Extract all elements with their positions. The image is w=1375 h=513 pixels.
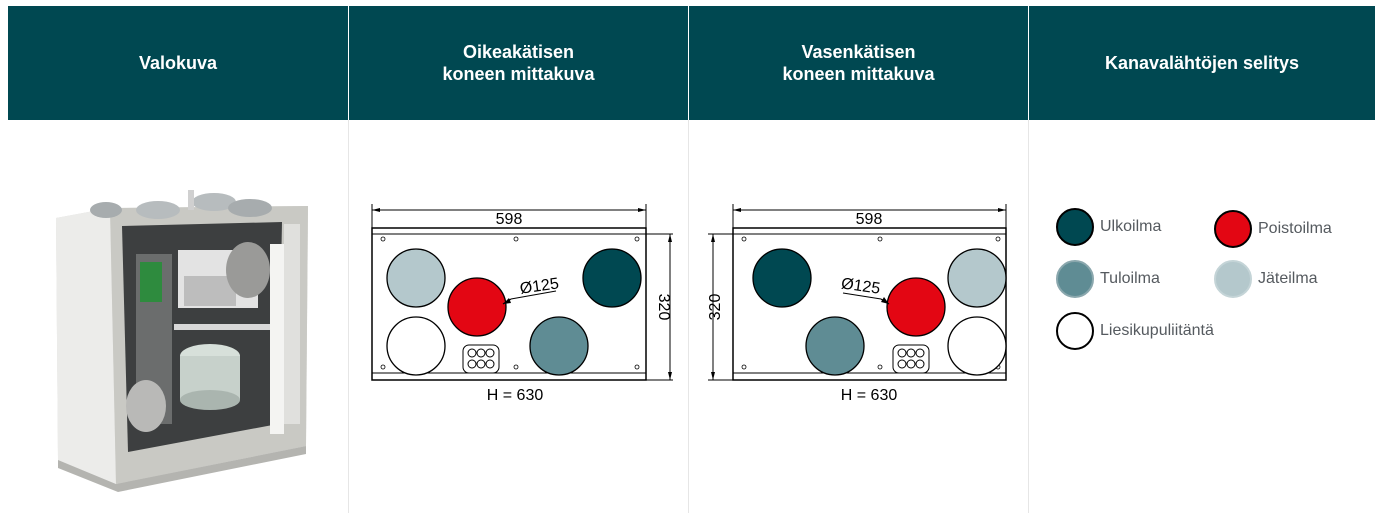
exhaust-duct xyxy=(947,248,1007,308)
extract-duct xyxy=(447,277,507,337)
header-left-hand-line-1: Vasenkätisen xyxy=(801,42,916,62)
header-right-hand-line-2: koneen mittakuva xyxy=(442,64,595,84)
header-duct-legend: Kanavalähtöjen selitys xyxy=(1029,6,1375,120)
height-dimension: 320 xyxy=(655,294,672,321)
legend-item-ulkoilma: Ulkoilma xyxy=(1056,208,1161,246)
legend-label: Ulkoilma xyxy=(1100,218,1162,235)
exhaust-duct xyxy=(386,248,446,308)
product-table: Valokuva Oikeakätisen koneen mittakuva V… xyxy=(8,6,1375,513)
header-photo-label: Valokuva xyxy=(138,53,218,73)
header-right-hand-drawing: Oikeakätisen koneen mittakuva xyxy=(349,6,688,120)
header-divider xyxy=(688,6,689,120)
legend-label: Jäteilma xyxy=(1258,270,1318,287)
legend-item-tuloilma: Tuloilma xyxy=(1056,260,1160,298)
supply-air-icon xyxy=(1056,260,1094,298)
header-divider xyxy=(348,6,349,120)
left-hand-dimension-drawing: 598 320 Ø125 H = 630 xyxy=(707,204,1007,404)
supply-duct xyxy=(805,316,865,376)
header-left-hand-line-2: koneen mittakuva xyxy=(782,64,935,84)
diameter-dimension: Ø125 xyxy=(519,275,560,297)
legend-label: Poistoilma xyxy=(1258,220,1332,237)
legend-item-liesikupuliitanta: Liesikupuliitäntä xyxy=(1056,312,1214,350)
legend-label: Tuloilma xyxy=(1100,270,1160,287)
right-hand-dimension-drawing: 598 320 Ø125 H = 630 xyxy=(371,204,673,404)
header-legend-label: Kanavalähtöjen selitys xyxy=(1104,53,1300,73)
header-row: Valokuva Oikeakätisen koneen mittakuva V… xyxy=(8,6,1375,120)
outdoor-duct xyxy=(582,248,642,308)
column-divider xyxy=(1028,120,1029,513)
hood-duct xyxy=(947,316,1007,376)
diameter-dimension: Ø125 xyxy=(840,275,881,297)
header-divider xyxy=(1028,6,1029,120)
exhaust-air-icon xyxy=(1214,260,1252,298)
depth-label: H = 630 xyxy=(841,387,898,404)
height-dimension: 320 xyxy=(707,294,724,321)
extract-duct xyxy=(886,277,946,337)
hood-connection-icon xyxy=(1056,312,1094,350)
legend-item-jateilma: Jäteilma xyxy=(1214,260,1318,298)
legend-label: Liesikupuliitäntä xyxy=(1100,322,1214,339)
column-divider xyxy=(688,120,689,513)
outdoor-duct xyxy=(752,248,812,308)
width-dimension: 598 xyxy=(496,211,523,228)
product-photo xyxy=(56,190,308,492)
outdoor-air-icon xyxy=(1056,208,1094,246)
header-photo: Valokuva xyxy=(8,6,348,120)
depth-label: H = 630 xyxy=(487,387,544,404)
legend-item-poistoilma: Poistoilma xyxy=(1214,210,1332,248)
hood-duct xyxy=(386,316,446,376)
header-left-hand-drawing: Vasenkätisen koneen mittakuva xyxy=(689,6,1028,120)
extract-air-icon xyxy=(1214,210,1252,248)
header-right-hand-line-1: Oikeakätisen xyxy=(462,42,575,62)
width-dimension: 598 xyxy=(856,211,883,228)
supply-duct xyxy=(529,316,589,376)
column-divider xyxy=(348,120,349,513)
